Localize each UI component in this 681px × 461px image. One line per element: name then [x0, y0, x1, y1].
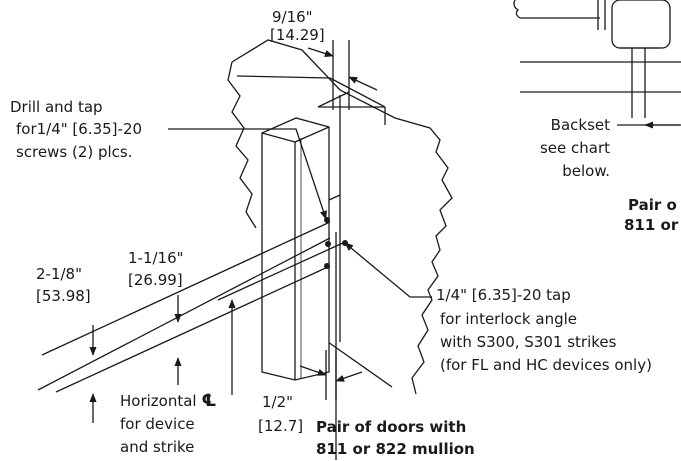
- dimension-9-16: [308, 40, 377, 110]
- dim-1-1-16-mm: [26.99]: [128, 271, 183, 289]
- door-faces: [328, 95, 392, 460]
- pair-caption-line2: 811 or 822 mullion: [316, 440, 475, 458]
- horizontal-cl-line3: and strike: [120, 438, 195, 456]
- mullion-post: [262, 118, 340, 380]
- pair-caption-line1: Pair of doors with: [316, 418, 467, 436]
- dim-2-1-8-inch: 2-1/8": [36, 265, 82, 283]
- pair-right-caption-line2: 811 or: [624, 216, 679, 234]
- dim-2-1-8-mm: [53.98]: [36, 287, 91, 305]
- backset-note-line3: below.: [562, 162, 610, 180]
- tap-note-line3: with S300, S301 strikes: [440, 333, 617, 351]
- dim-9-16-inch: 9/16": [272, 8, 313, 26]
- horizontal-cl-text: Horizontal: [120, 392, 197, 410]
- top-right-partial-view: [514, 0, 681, 129]
- dim-1-2-mm: [12.7]: [258, 417, 304, 435]
- drill-note-line2: for1/4" [6.35]-20: [16, 120, 143, 138]
- horizontal-cl-line2: for device: [120, 415, 195, 433]
- drill-note-line3: screws (2) plcs.: [16, 143, 133, 161]
- backset-note-line1: Backset: [550, 116, 610, 134]
- tap-note-line2: for interlock angle: [440, 310, 578, 328]
- dim-1-1-16-inch: 1-1/16": [128, 249, 184, 267]
- pair-right-caption-line1: Pair o: [628, 196, 677, 214]
- backset-note-line2: see chart: [539, 139, 610, 157]
- centerline-symbol: ℄: [201, 391, 217, 411]
- dim-1-2-inch: 1/2": [262, 393, 294, 411]
- tap-note-line1: 1/4" [6.35]-20 tap: [436, 286, 571, 304]
- dim-9-16-mm: [14.29]: [270, 26, 325, 44]
- leaders: [168, 129, 432, 395]
- horizontal-lines: [38, 222, 345, 392]
- drill-note-line1: Drill and tap: [10, 98, 103, 116]
- dimension-1-2: [300, 350, 362, 400]
- horizontal-cl-line1: Horizontal ℄: [120, 392, 217, 411]
- tap-note-line4: (for FL and HC devices only): [440, 356, 652, 374]
